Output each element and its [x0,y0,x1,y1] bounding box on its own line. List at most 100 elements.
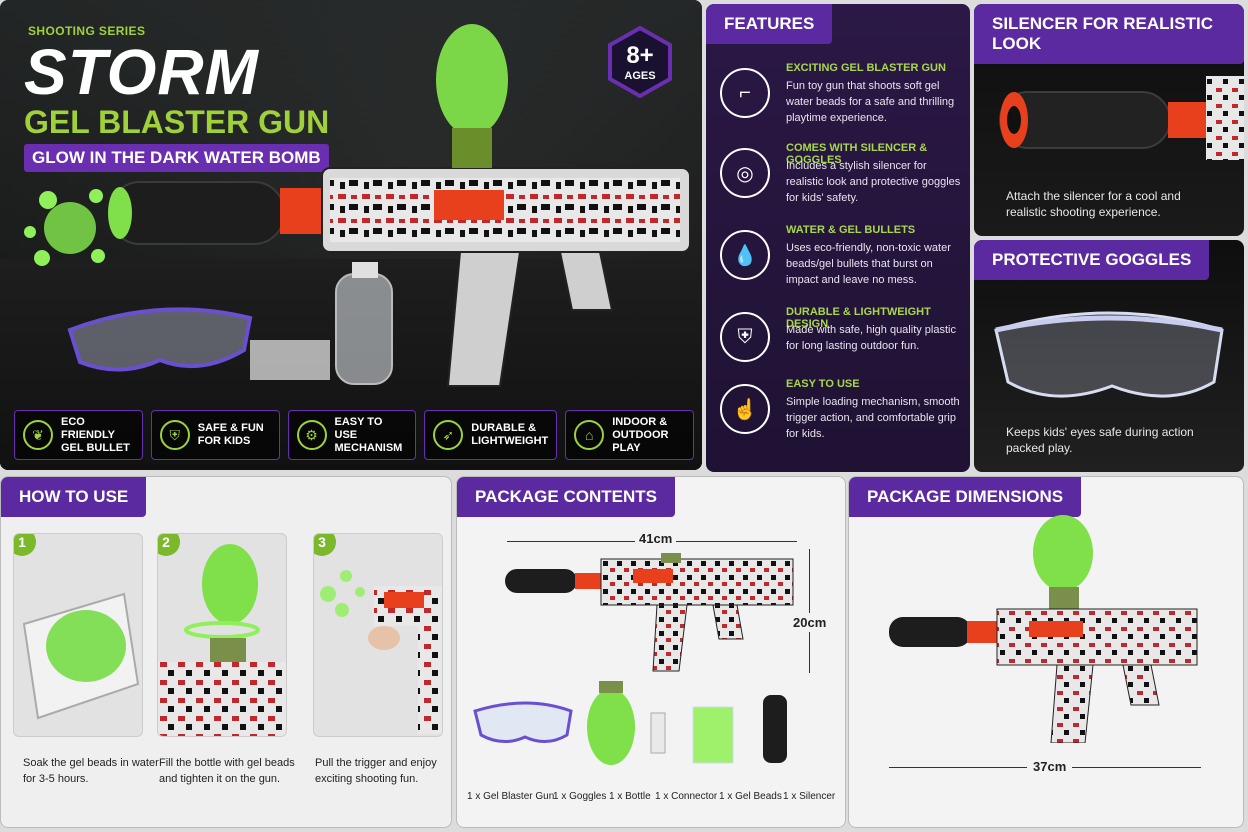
feature-title: EASY TO USE [786,378,860,390]
feature-desc: Includes a stylish silencer for realisti… [786,160,961,204]
hand-icon: ☝ [720,384,770,434]
hero-product-illustration [24,24,691,387]
connector-item [650,712,666,754]
dimensions-panel: PACKAGE DIMENSIONS 37cm [848,476,1244,828]
badge-line: SAFE & FUN [197,422,264,434]
badge-line: LIGHTWEIGHT [471,435,549,447]
gel-beads-item [692,706,734,764]
droplets-icon: 💧 [720,230,770,280]
feature-item: ◎ COMES WITH SILENCER & GOGGLES Includes… [720,142,960,212]
silencer-panel: SILENCER FOR REALISTIC LOOK Attach the s… [974,4,1244,236]
silencer-caption: Attach the silencer for a cool and reali… [1006,189,1181,219]
age-label: AGES [624,70,656,82]
package-gun-illustration [505,553,794,672]
feature-title: EXCITING GEL BLASTER GUN [786,62,946,74]
series-label: SHOOTING SERIES [28,24,146,38]
package-item-label: 1 x Bottle [609,791,651,802]
badge-line: EASY TO USE [334,415,383,441]
step-caption: Soak the gel beads in water for 3-5 hour… [23,757,159,785]
goggles-header: PROTECTIVE GOGGLES [974,240,1210,280]
hero-panel: SHOOTING SERIES STORM GEL BLASTER GUN GL… [0,0,702,470]
shield-icon: ⛨ [159,420,190,450]
silencer-shape [109,181,285,245]
goggles-panel: PROTECTIVE GOGGLES Keeps kids' eyes safe… [974,240,1244,472]
badge-durable: ➶ DURABLE &LIGHTWEIGHT [424,410,558,460]
feature-title: WATER & GEL BULLETS [786,224,916,236]
feature-item: ⌐ EXCITING GEL BLASTER GUN Fun toy gun t… [720,62,960,132]
badge-line: PLAY [612,441,641,454]
package-item-label: 1 x Goggles [553,791,607,802]
silencer-item [763,695,787,763]
length-label: 37cm [1027,759,1073,774]
feature-desc: Simple loading mechanism, smooth trigger… [786,396,960,440]
bottle-shape [335,273,393,385]
badge-line: DURABLE & [471,422,537,434]
gun-icon: ⌐ [720,68,770,118]
package-item-label: 1 x Gel Blaster Gun [467,791,555,802]
height-arrow [809,549,810,673]
step-caption: Pull the trigger and enjoy exciting shoo… [315,757,437,785]
feature-desc: Made with safe, high quality plastic for… [786,324,956,352]
package-header: PACKAGE CONTENTS [457,477,675,517]
badge-line: MECHANISM [334,441,403,454]
step-card: 1 [13,533,143,737]
step-number: 2 [158,534,180,556]
shield-icon: ⛨ [720,312,770,362]
shooting-illustration [320,570,442,734]
features-header: FEATURES [706,4,833,44]
badge-line: INDOOR & OUTDOOR [612,415,669,441]
silencer-illustration [999,76,1244,160]
goggles-icon: ◎ [720,148,770,198]
goggles-caption: Keeps kids' eyes safe during action pack… [1006,425,1194,455]
gear-icon: ⚙ [296,420,327,450]
step-number: 3 [314,534,336,556]
badge-line: FOR KIDS [197,435,251,447]
howto-header: HOW TO USE [1,477,147,517]
feature-item: ⛨ DURABLE & LIGHTWEIGHT DESIGN Made with… [720,306,960,376]
age-number: 8+ [626,42,654,69]
step-card: 3 [313,533,443,737]
badge-line: ECO FRIENDLY [61,415,115,441]
goggles-item [473,701,573,743]
package-items-illustration [473,681,787,765]
product-subtitle: GEL BLASTER GUN [24,104,330,140]
hexagon-icon [608,26,672,98]
gel-splash-icon [24,189,105,266]
goggles-shape [67,307,253,372]
howto-panel: HOW TO USE 1 2 3 [0,476,452,828]
features-panel: FEATURES ⌐ EXCITING GEL BLASTER GUN Fun … [706,4,970,472]
feature-item: 💧 WATER & GEL BULLETS Uses eco-friendly,… [720,224,960,294]
step-caption: Fill the bottle with gel beads and tight… [159,757,295,785]
step-number: 1 [14,534,36,556]
product-title: STORM [24,36,259,108]
package-item-label: 1 x Silencer [783,791,836,802]
dimensions-gun-illustration [889,515,1198,743]
feather-icon: ➶ [433,420,464,450]
feature-desc: Fun toy gun that shoots soft gel water b… [786,80,955,124]
house-icon: ⌂ [574,420,605,450]
package-item-label: 1 x Gel Beads [719,791,782,802]
age-badge: 8+ AGES [608,26,672,98]
feature-title: COMES WITH SILENCER & GOGGLES [786,142,928,166]
package-panel: PACKAGE CONTENTS 41cm 20cm 1 x Gel Blast… [456,476,846,828]
feature-title: DURABLE & LIGHTWEIGHT DESIGN [786,306,931,330]
leaf-icon: ❦ [23,420,53,450]
filling-bottle-illustration [158,544,286,736]
dimensions-header: PACKAGE DIMENSIONS [849,477,1082,517]
hopper-shape [436,24,508,136]
soaking-beads-illustration [22,592,140,720]
product-tagline: GLOW IN THE DARK WATER BOMB [24,144,329,172]
package-item-label: 1 x Connector [655,791,718,802]
goggles-illustration [994,311,1224,398]
step-card: 2 [157,533,287,737]
width-label: 41cm [635,531,677,546]
bottle-item [587,689,635,765]
feature-item: ☝ EASY TO USE Simple loading mechanism, … [720,378,960,448]
height-label: 20cm [793,613,827,632]
badge-line: GEL BULLET [61,441,130,454]
